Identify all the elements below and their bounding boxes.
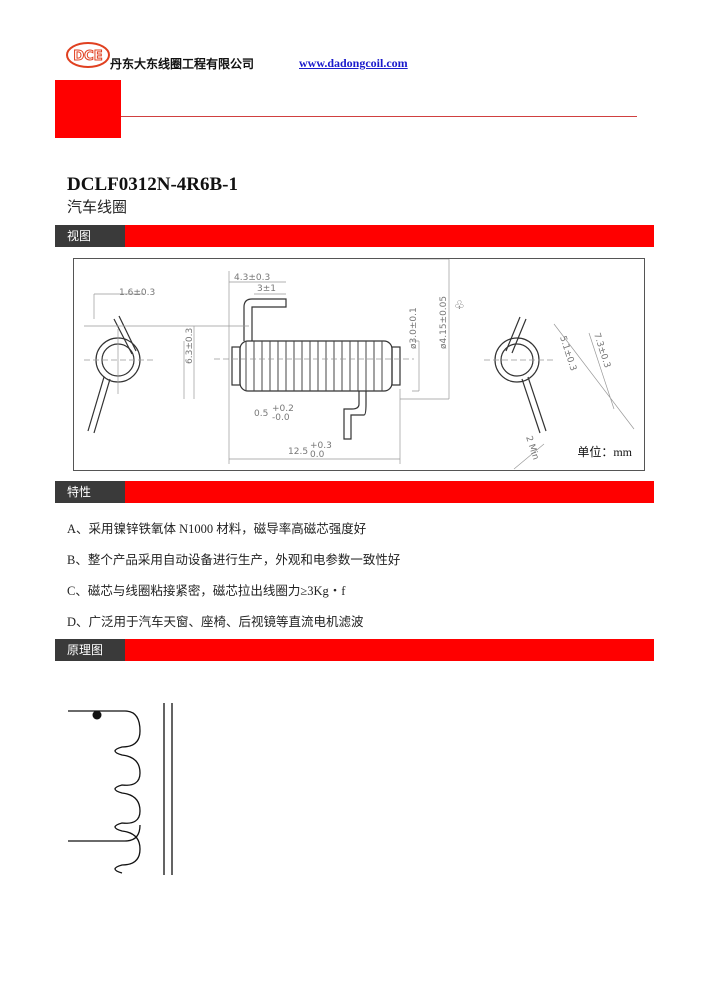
dim-core-diameter: ø3.0±0.1: [409, 307, 419, 349]
website-link[interactable]: www.dadongcoil.com: [299, 56, 408, 70]
dim-core-protrude: 0.5: [254, 409, 268, 419]
dim-d2: 7.3±0.3: [591, 332, 612, 369]
dim-lead-length: 4.3±0.3: [234, 273, 270, 283]
section-title: 特性: [55, 481, 125, 503]
product-name: 汽车线圈: [67, 200, 128, 216]
dim-d1: 5.1±0.3: [557, 335, 578, 372]
dim-lead-hatch: 3±1: [257, 284, 276, 294]
dim-length: 12.5: [288, 447, 308, 457]
projection-symbol-icon: ♧: [454, 298, 465, 312]
section-header-features: 特性: [55, 481, 654, 503]
header-divider: [121, 116, 637, 117]
header-red-block: [55, 80, 121, 138]
feature-item: B、整个产品采用自动设备进行生产，外观和电参数一致性好: [67, 553, 401, 567]
section-header-view: 视图: [55, 225, 654, 247]
feature-item: D、广泛用于汽车天窗、座椅、后视镜等直流电机滤波: [67, 615, 364, 629]
dim-lead-offset: 1.6±0.3: [119, 288, 155, 298]
svg-text:DCE: DCE: [73, 49, 102, 64]
section-header-schematic: 原理图: [55, 639, 654, 661]
unit-label: 单位：mm: [577, 445, 632, 459]
dim-length-tol-dn: 0.0: [310, 450, 325, 460]
feature-item: A、采用镍锌铁氧体 N1000 材料，磁导率高磁芯强度好: [67, 522, 367, 536]
inductor-schematic: [68, 703, 173, 875]
dce-logo: DCE: [66, 42, 110, 68]
section-title: 视图: [55, 225, 125, 247]
dim-min: 2 Min: [523, 435, 540, 461]
dim-height: 6.3±0.3: [185, 328, 195, 364]
coil-drawing-svg: 1.6±0.3 6.3±0.3 4.3±0.3 3±1 ø3.0±0.1 ø4.…: [84, 259, 635, 470]
dim-coil-diameter: ø4.15±0.05: [439, 296, 449, 349]
feature-item: C、磁芯与线圈粘接紧密，磁芯拉出线圈力≥3Kg・f: [67, 584, 346, 598]
dimension-drawing: 1.6±0.3 6.3±0.3 4.3±0.3 3±1 ø3.0±0.1 ø4.…: [73, 258, 645, 471]
section-title: 原理图: [55, 639, 125, 661]
dim-core-protrude-tol-up: +0.2: [272, 404, 294, 414]
dim-core-protrude-tol-dn: -0.0: [272, 413, 290, 423]
dim-length-tol-up: +0.3: [310, 441, 332, 451]
product-model: DCLF0312N-4R6B-1: [67, 174, 238, 195]
polarity-dot: [92, 710, 102, 720]
company-name: 丹东大东线圈工程有限公司: [110, 57, 255, 71]
